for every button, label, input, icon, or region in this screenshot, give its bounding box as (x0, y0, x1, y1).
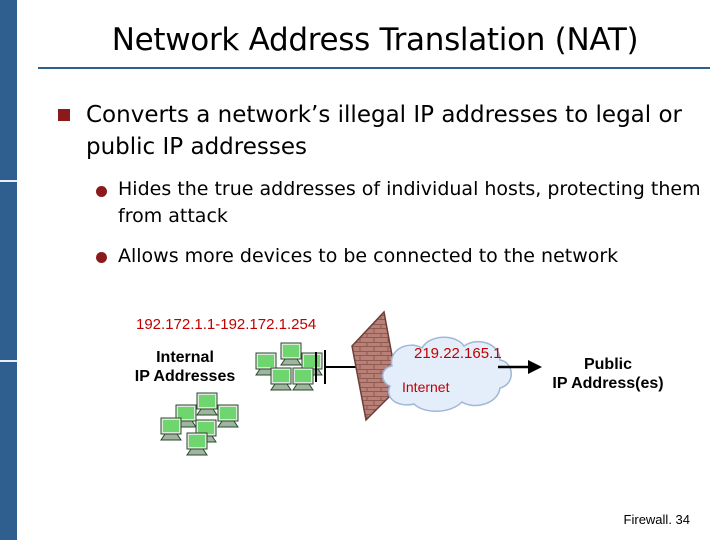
sub-bullet-text: Allows more devices to be connected to t… (118, 245, 619, 267)
slide-title: Network Address Translation (NAT) (111, 22, 639, 58)
internet-label: Internet (402, 379, 450, 395)
accent-bar-divider (0, 180, 17, 182)
square-bullet-icon (58, 109, 70, 121)
computer-icon (217, 404, 239, 428)
public-label-line2: IP Address(es) (552, 375, 664, 392)
public-ip-address: 219.22.165.1 (414, 345, 502, 362)
arrow-icon (498, 360, 542, 374)
accent-bar-divider (0, 360, 17, 362)
cloud-icon (382, 336, 512, 412)
internal-ip-label: Internal IP Addresses (118, 348, 252, 386)
left-accent-bar (0, 0, 17, 540)
round-bullet-icon (96, 252, 107, 263)
sub-bullet-text: Hides the true addresses of individual h… (118, 178, 701, 227)
page-footer: Firewall. 34 (623, 512, 690, 527)
title-underline (38, 67, 710, 69)
internal-label-line2: IP Addresses (134, 368, 236, 385)
internal-label-line1: Internal (156, 349, 214, 366)
computer-icon (292, 367, 314, 391)
public-label-line1: Public (583, 356, 632, 373)
computer-icon (270, 367, 292, 391)
computer-icon (280, 342, 302, 366)
computer-icon (186, 432, 208, 456)
round-bullet-icon (96, 186, 107, 197)
main-bullet-text: Converts a network’s illegal IP addresse… (86, 102, 683, 160)
public-ip-label: Public IP Address(es) (540, 355, 676, 393)
computer-icon (160, 417, 182, 441)
computer-icon (196, 392, 218, 416)
internal-ip-range: 192.172.1.1-192.172.1.254 (136, 316, 317, 333)
